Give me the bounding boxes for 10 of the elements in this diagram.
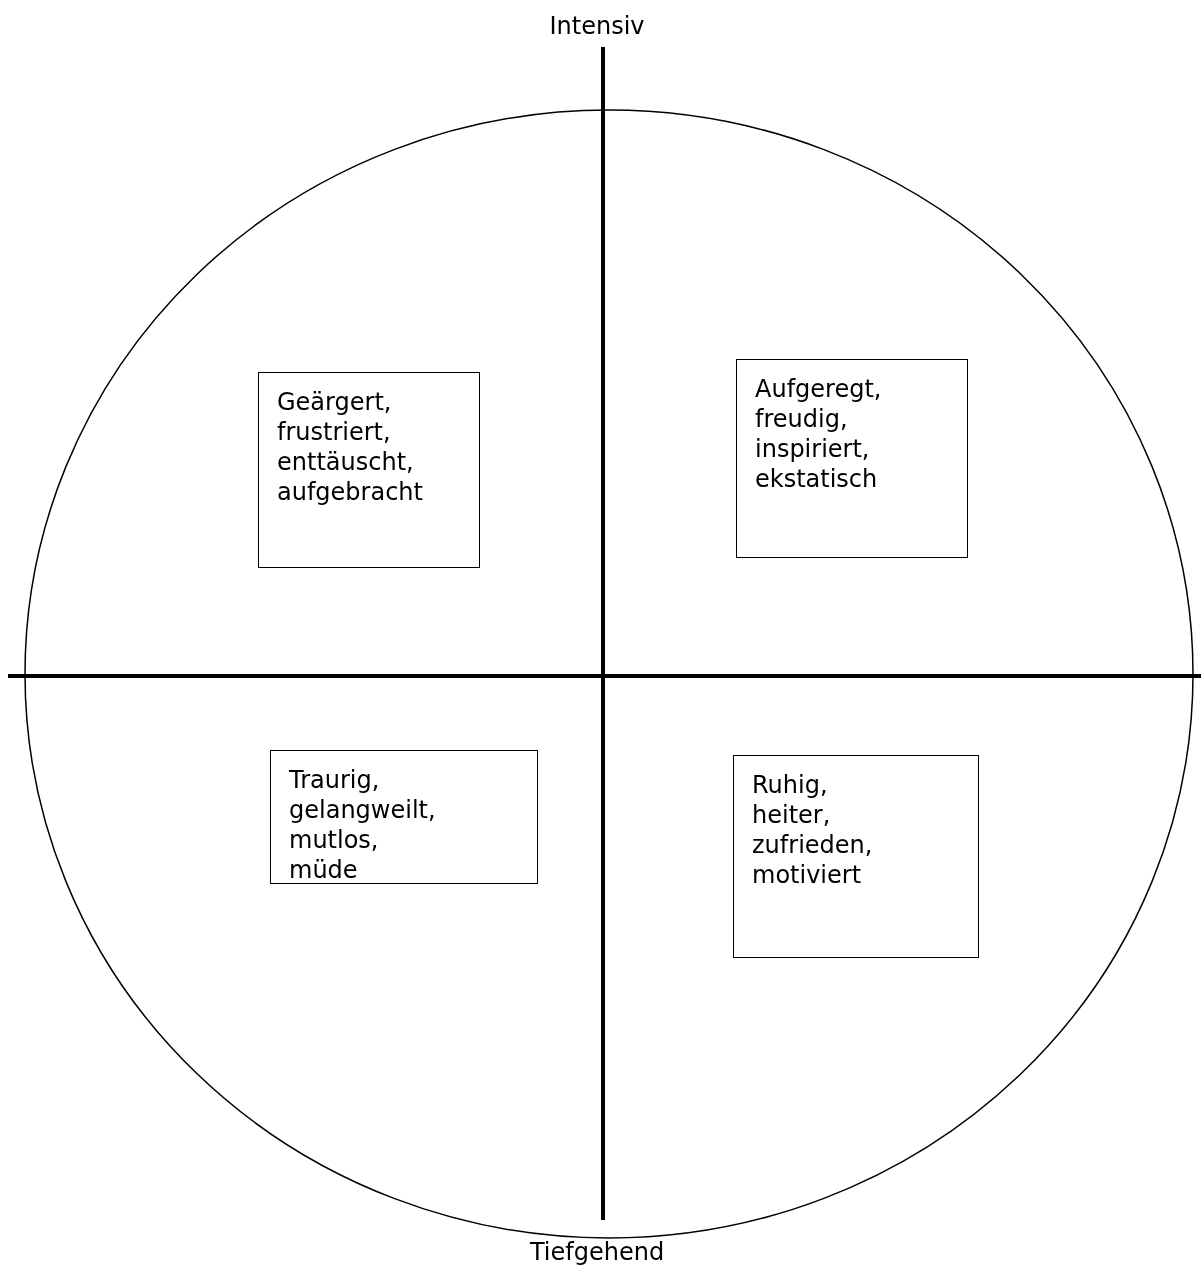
- text-box: [270, 750, 538, 884]
- text-box: [258, 372, 480, 568]
- emotion-list: Aufgeregt, freudig, inspiriert, ekstatisch: [755, 374, 882, 494]
- emotion-list: Geärgert, frustriert, enttäuscht, aufgebracht: [277, 387, 423, 507]
- axis-label: Intensiv: [549, 12, 645, 40]
- axis-label: Tiefgehend: [529, 1238, 665, 1266]
- text-box: [733, 755, 979, 958]
- text-box: [736, 359, 968, 558]
- emotion-list: Ruhig, heiter, zufrieden, motiviert: [752, 770, 873, 890]
- emotion-list: Traurig, gelangweilt, mutlos, müde: [289, 765, 436, 885]
